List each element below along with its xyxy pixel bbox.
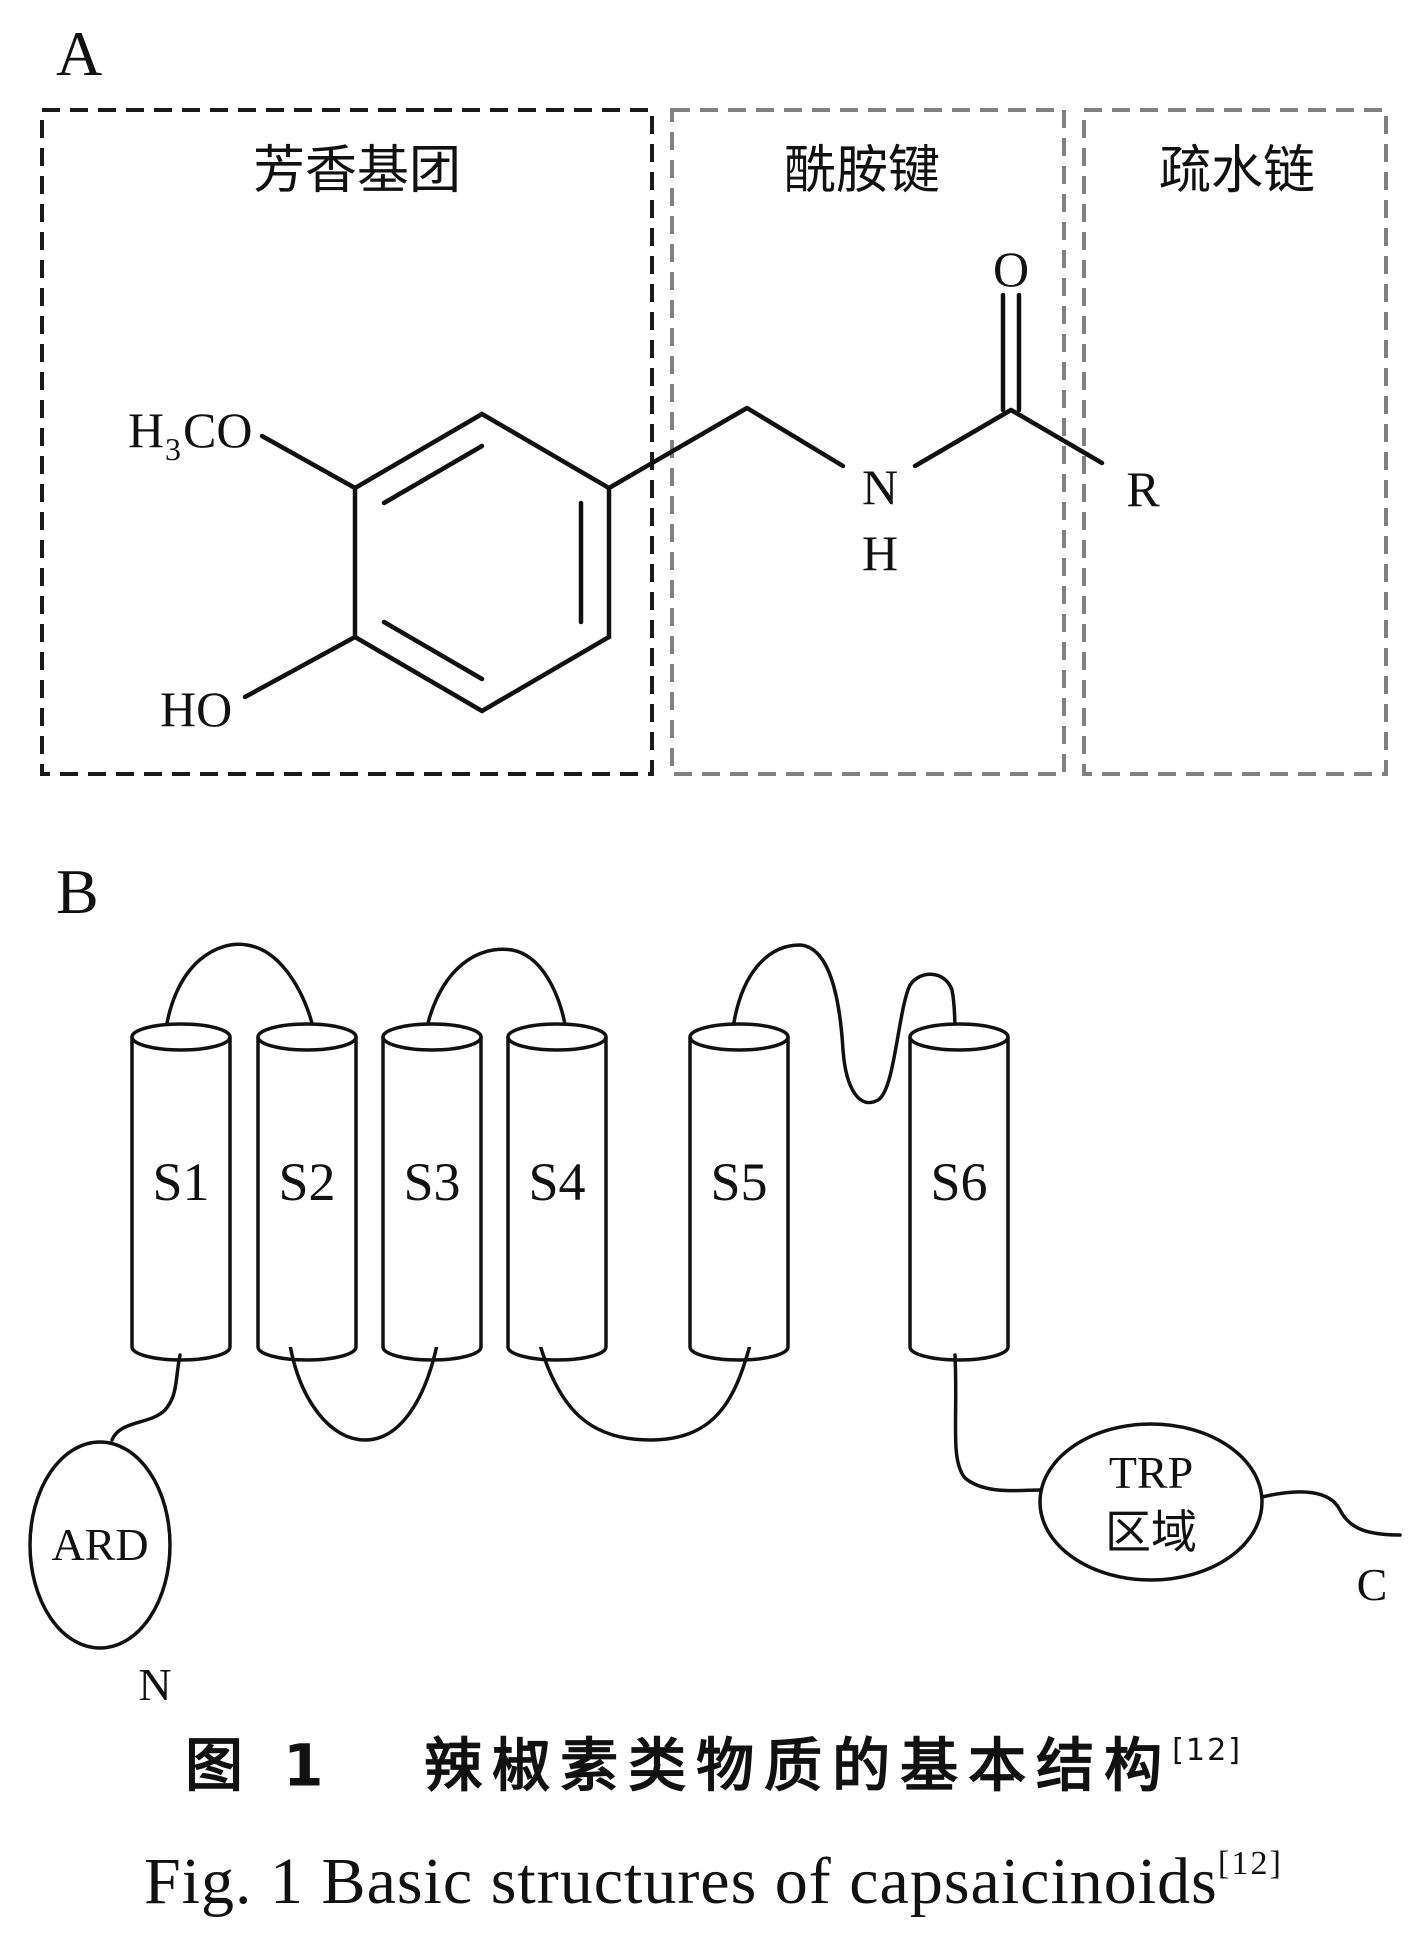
aromatic-group-box: [40, 108, 654, 776]
caption-reference-en: [12]: [1217, 1844, 1283, 1882]
helix-s6-label: S6: [930, 1152, 987, 1212]
amide-bond-label: 酰胺键: [784, 141, 940, 201]
n-terminus-label: N: [138, 1659, 171, 1710]
protein-chain: [110, 942, 1402, 1537]
helix-s2: [256, 1022, 358, 1362]
helix-s4: [506, 1022, 608, 1362]
helix-s3-label: S3: [403, 1152, 460, 1212]
hydroxyl-label: HO: [160, 681, 232, 737]
helix-s5-label: S5: [710, 1152, 767, 1212]
helix-s5: [688, 1022, 790, 1362]
aromatic-group-label: 芳香基团: [253, 141, 461, 201]
r-group-label: R: [1126, 461, 1160, 517]
caption-reference-zh: [12]: [1172, 1733, 1243, 1768]
panel-b-label: B: [56, 856, 99, 927]
caption-chinese-title: 辣椒素类物质的基本结构: [424, 1731, 1173, 1800]
trp-region: [1038, 1422, 1264, 1582]
helix-s2-label: S2: [278, 1152, 335, 1212]
ard-label: ARD: [51, 1519, 148, 1570]
ard-domain: [28, 1440, 172, 1650]
caption-english: Fig. 1 Basic structures of capsaicinoids…: [0, 1846, 1427, 1915]
helix-s6: [908, 1022, 1010, 1362]
helix-s4-label: S4: [528, 1152, 585, 1212]
helix-s1: [130, 1022, 232, 1362]
caption-chinese: 图 1 辣椒素类物质的基本结构[12]: [0, 1733, 1427, 1794]
c-terminus-label: C: [1357, 1559, 1388, 1610]
h3co-h: H: [128, 402, 164, 458]
panel-a-label: A: [56, 18, 103, 89]
amide-bond-box: [670, 108, 1066, 776]
oxygen-label: O: [993, 241, 1029, 297]
h3co-subscript: 3: [165, 431, 181, 467]
hydrophobic-chain-box: [1082, 108, 1388, 776]
bonds: [242, 292, 1105, 700]
helix-s3: [381, 1022, 483, 1362]
caption-english-title: Fig. 1 Basic structures of capsaicinoids: [144, 1845, 1218, 1919]
h3co-co: CO: [183, 402, 252, 458]
caption-figure-number: 图 1: [184, 1731, 334, 1800]
trp-label: TRP: [1109, 1447, 1193, 1498]
trp-region-label: 区域: [1105, 1505, 1197, 1559]
benzene-ring: [352, 411, 612, 714]
hydrophobic-chain-label: 疏水链: [1159, 141, 1315, 201]
helix-s1-label: S1: [152, 1152, 209, 1212]
nh-hydrogen-label: H: [862, 525, 898, 581]
nitrogen-label: N: [862, 459, 898, 515]
